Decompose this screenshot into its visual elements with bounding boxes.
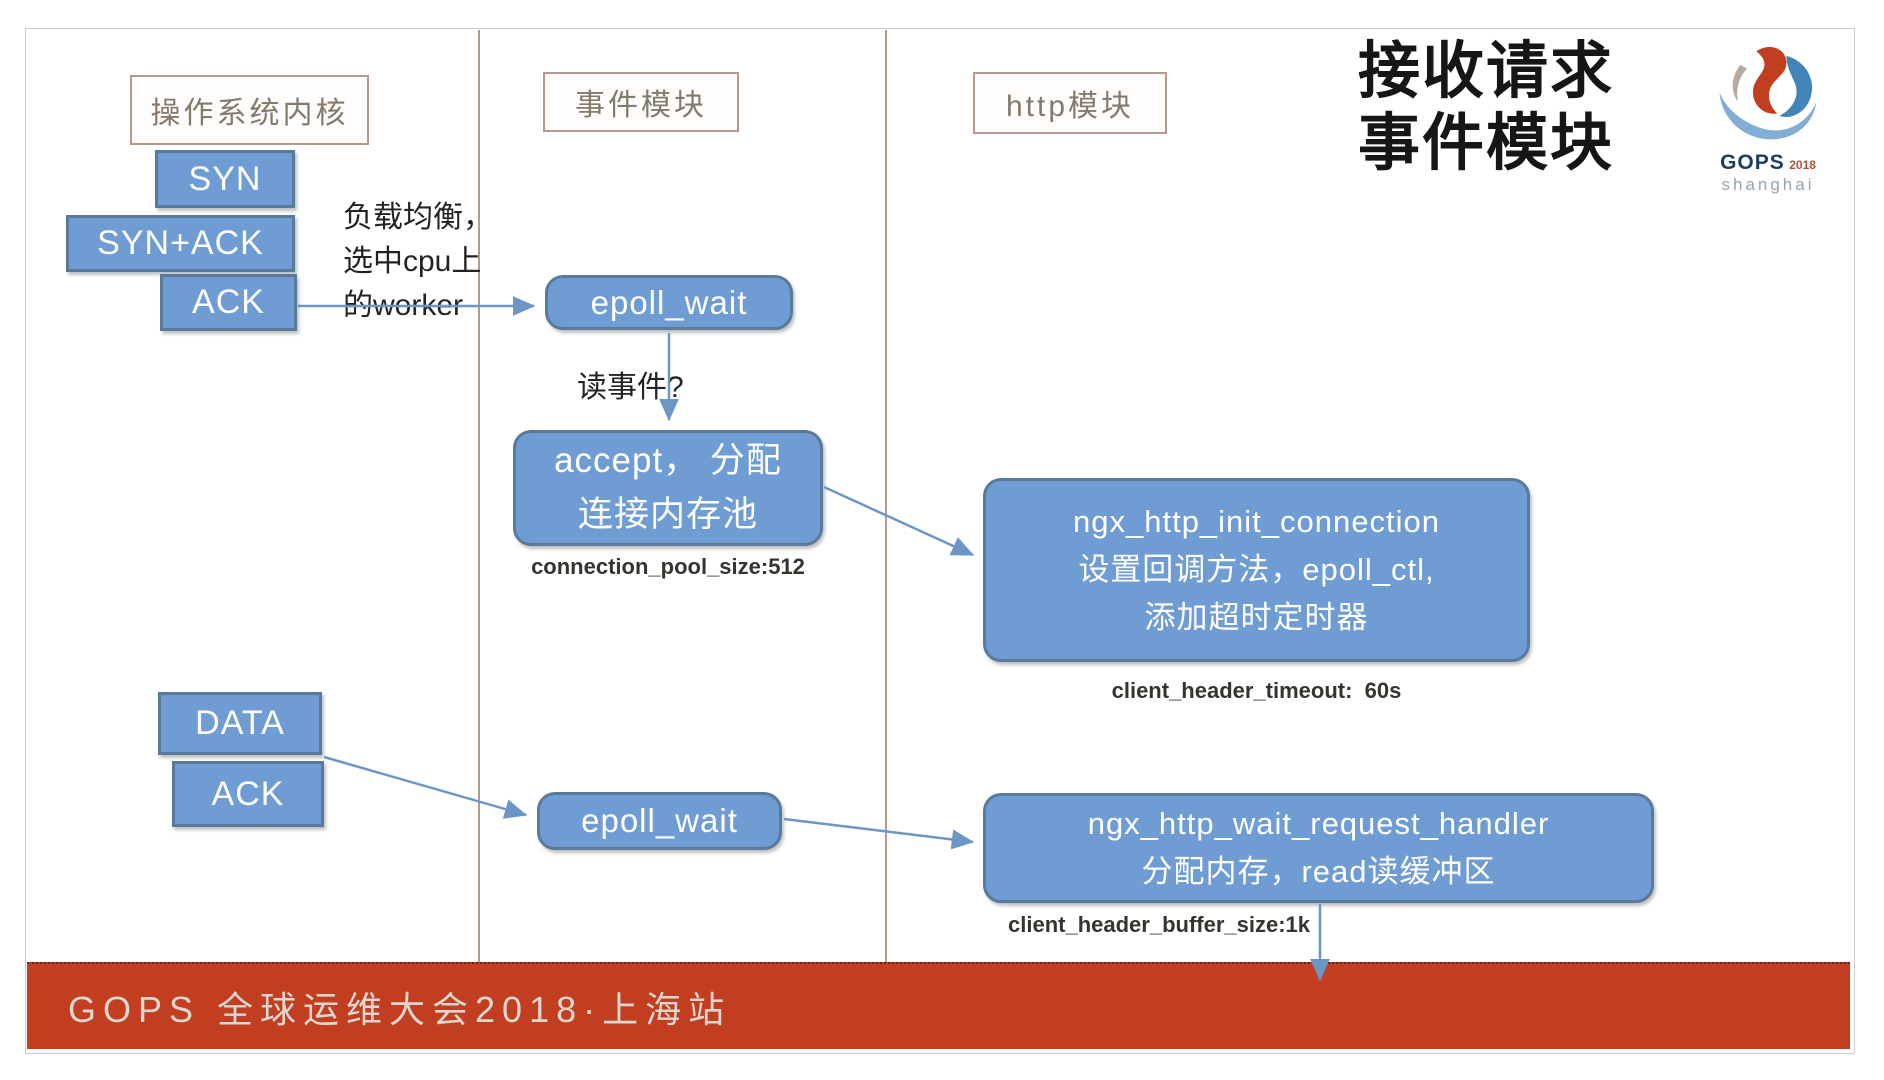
node-syn-ack: SYN+ACK — [66, 215, 295, 272]
node-epoll-wait-2: epoll_wait — [537, 792, 782, 850]
annotation-load-balance-line2: 选中cpu上 — [343, 245, 482, 278]
logo-brand-text: GOPS — [1720, 151, 1785, 174]
annotation-load-balance: 负载均衡， 选中cpu上 的worker — [343, 196, 493, 328]
gops-logo: GOPS 2018 shanghai — [1700, 42, 1836, 196]
annotation-read-event: 读事件? — [577, 366, 684, 410]
param-client-header-timeout: client_header_timeout: 60s — [1111, 678, 1402, 703]
node-ngx-init-line2: 设置回调方法，epoll_ctl, — [1078, 551, 1435, 587]
column-label-http-module: http模块 — [973, 72, 1167, 134]
node-epoll-wait-1: epoll_wait — [545, 275, 793, 330]
node-ngx-init-line1: ngx_http_init_connection — [1073, 503, 1440, 539]
column-divider-2 — [885, 30, 887, 962]
node-syn: SYN — [155, 150, 295, 208]
node-ack: ACK — [160, 274, 297, 331]
node-epoll-wait-2-text: epoll_wait — [581, 802, 738, 840]
node-ack-2-text: ACK — [211, 774, 285, 813]
node-syn-text: SYN — [188, 159, 262, 198]
logo-year-text: 2018 — [1789, 158, 1816, 172]
node-ngx-init-line3: 添加超时定时器 — [1144, 600, 1369, 636]
node-ngx-wait-request-handler: ngx_http_wait_request_handler 分配内存，read读… — [983, 793, 1654, 903]
node-ack-text: ACK — [192, 283, 265, 321]
page-title-line2: 事件模块 — [1358, 109, 1615, 178]
node-syn-ack-text: SYN+ACK — [97, 224, 264, 262]
node-accept-line2: 连接内存池 — [577, 495, 758, 534]
node-ngx-wait-line1: ngx_http_wait_request_handler — [1087, 805, 1550, 841]
page-title-line1: 接收请求 — [1358, 37, 1615, 106]
footer-text: GOPS 全球运维大会2018·上海站 — [68, 988, 732, 1030]
annotation-load-balance-line1: 负载均衡， — [343, 201, 493, 234]
node-ngx-init-connection: ngx_http_init_connection 设置回调方法，epoll_ct… — [983, 478, 1530, 662]
gops-swan-icon — [1719, 47, 1817, 140]
footer-bar: GOPS 全球运维大会2018·上海站 — [27, 962, 1850, 1049]
column-label-event-module-text: 事件模块 — [575, 89, 707, 122]
column-label-http-module-text: http模块 — [1005, 90, 1135, 123]
logo-city-text: shanghai — [1721, 175, 1815, 194]
column-label-os-kernel: 操作系统内核 — [130, 75, 369, 145]
column-label-event-module: 事件模块 — [543, 72, 739, 132]
param-client-header-buffer-size: client_header_buffer_size:1k — [1008, 912, 1311, 937]
node-accept-line1: accept， 分配 — [554, 440, 782, 480]
param-connection-pool-size: connection_pool_size:512 — [531, 554, 805, 579]
node-data-text: DATA — [195, 704, 285, 742]
column-divider-1 — [478, 30, 480, 962]
annotation-read-event-text: 读事件? — [577, 371, 684, 404]
node-epoll-wait-1-text: epoll_wait — [590, 283, 748, 321]
node-data: DATA — [158, 692, 322, 755]
node-accept: accept， 分配 连接内存池 — [513, 430, 823, 546]
node-ngx-wait-line2: 分配内存，read读缓冲区 — [1141, 854, 1496, 889]
annotation-load-balance-line3: 的worker — [343, 289, 464, 322]
page-title: 接收请求 事件模块 — [1358, 36, 1614, 180]
node-ack-2: ACK — [172, 761, 324, 827]
column-label-os-kernel-text: 操作系统内核 — [150, 97, 349, 130]
